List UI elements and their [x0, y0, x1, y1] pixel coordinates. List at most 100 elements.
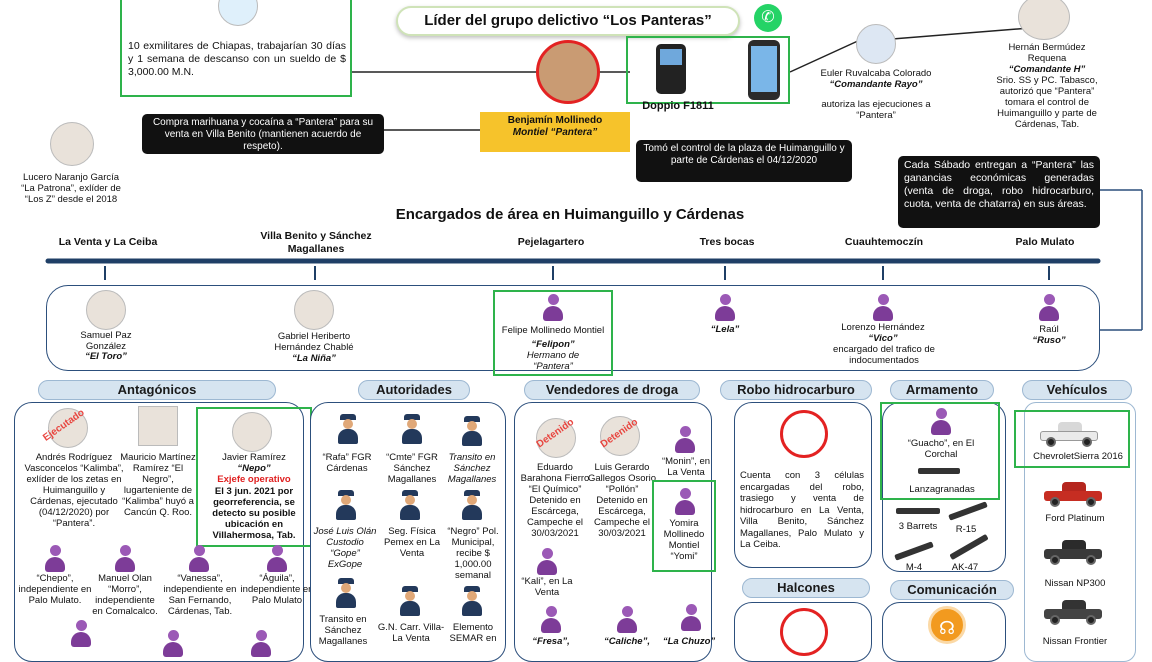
- area-person-5-extra: encargado del trafico de indocumentados: [833, 344, 935, 366]
- area-person-5-alias: “Vico”: [868, 333, 898, 344]
- andres-avatar: [48, 408, 88, 448]
- seg-text: Seg. Física Pemex en La Venta: [384, 526, 440, 559]
- monin-text: “Monin”, en La Venta: [661, 456, 711, 478]
- sabado-note: Cada Sábado entregan a “Pantera” las gan…: [898, 156, 1100, 228]
- jose-text: José Luis Olán Custodio “Gope” ExGope: [313, 526, 377, 570]
- robo-group-icon: [780, 410, 828, 458]
- tomo-note: Tomó el control de la plaza de Huimangui…: [636, 140, 852, 182]
- guacho-text: “Guacho”, en El Corchal: [907, 438, 975, 460]
- jose-icon: [334, 490, 358, 520]
- semar-text: Elemento SEMAR en: [449, 622, 497, 644]
- kali-text: “Kali”, en La Venta: [521, 576, 573, 598]
- euler-desc: autoriza las ejecuciones a “Pantera”: [821, 99, 931, 121]
- area-person-1-name: Samuel Paz González: [80, 330, 132, 352]
- hernan-avatar: [1018, 0, 1070, 40]
- area-person-6-name: Raúl: [1039, 324, 1059, 335]
- vehicle-1-label: ChevroletSierra 2016: [1033, 451, 1123, 462]
- cmte-text: “Cmte” FGR Sánchez Magallanes: [386, 452, 438, 485]
- vehiculos-header: Vehículos: [1022, 380, 1132, 400]
- nepo-desc: El 3 jun. 2021 por georreferencia, se de…: [212, 486, 296, 541]
- luis-avatar: [600, 416, 640, 456]
- yomira-text: Yomira Mollinedo Montiel “Yomi”: [663, 518, 705, 562]
- grenade-launcher-icon: [918, 468, 960, 474]
- cmte-icon: [400, 414, 424, 444]
- compra-note: Compra marihuana y cocaína a “Pantera” p…: [142, 114, 384, 154]
- gn-icon: [398, 586, 422, 616]
- leader-name: Benjamín Mollinedo: [507, 115, 603, 126]
- manuel-icon: [114, 545, 136, 573]
- antagonico-person-7-icon: [70, 620, 92, 648]
- m4-text: M-4: [905, 562, 923, 573]
- vanessa-icon: [188, 545, 210, 573]
- leader-alias: Montiel “Pantera”: [512, 127, 598, 138]
- lucero-desc: “La Patrona”, exlíder de “Los Z” desde e…: [21, 183, 121, 205]
- robo-text: Cuenta con 3 células encargadas del robo…: [740, 470, 864, 550]
- nepo-status: Exjefe operativo: [217, 474, 291, 485]
- area-tick-3: [552, 266, 554, 280]
- fresa-text: “Fresa”,: [532, 636, 570, 647]
- truck-np300-icon: [1042, 540, 1104, 565]
- area-person-4-icon: [714, 294, 736, 322]
- area-tick-1: [104, 266, 106, 280]
- barrett-icon: [896, 508, 940, 514]
- phones-box: [626, 36, 790, 104]
- andres-text: Andrés Rodríguez Vasconcelos “Kalimba”, …: [24, 452, 124, 529]
- vehicle-4-label: Nissan Frontier: [1042, 636, 1108, 647]
- area-place-1: La Venta y La Ceiba: [58, 236, 158, 248]
- area-person-1-avatar: [86, 290, 126, 330]
- seg-icon: [398, 490, 422, 520]
- leader-avatar: [536, 40, 600, 104]
- sierra-highlight: [1014, 410, 1130, 468]
- hernan-name: Hernán Bermúdez Requena“Comandante H”: [994, 42, 1100, 75]
- antagonicos-header: Antagónicos: [38, 380, 276, 400]
- area-person-5-icon: [872, 294, 894, 322]
- guacho-icon: [930, 408, 952, 436]
- area-tick-6: [1048, 266, 1050, 280]
- area-person-2-alias: “La Niña”: [292, 353, 336, 364]
- area-place-2: Villa Benito y Sánchez Magallanes: [260, 230, 372, 255]
- lanza-text: Lanzagranadas: [909, 484, 975, 495]
- armamento-header: Armamento: [890, 380, 994, 400]
- ex-military-box: [120, 0, 352, 97]
- lucero-name: Lucero Naranjo García: [22, 172, 120, 183]
- halcones-header: Halcones: [742, 578, 870, 598]
- luis-text: Luis Gerardo Gallegos Osorio “Pollón” De…: [587, 462, 657, 539]
- lucero-avatar: [50, 122, 94, 166]
- area-place-4: Tres bocas: [699, 236, 755, 248]
- area-person-3-alias: “Felipon”: [531, 339, 575, 350]
- eduardo-avatar: [536, 418, 576, 458]
- vanessa-text: “Vanessa”, independiente en San Fernando…: [163, 573, 237, 617]
- area-person-5-name: Lorenzo Hernández: [841, 322, 925, 333]
- smartphone-icon: [748, 40, 780, 100]
- caliche-text: “Caliche”,: [604, 636, 650, 647]
- page-title: Líder del grupo delictivo “Los Panteras”: [396, 6, 740, 36]
- aguila-text: “Águila”, independiente en Palo Mulato: [240, 573, 314, 606]
- chuzo-text: “La Chuzo”: [662, 636, 716, 647]
- truck-frontier-icon: [1042, 600, 1104, 625]
- ex-military-text: 10 exmilitares de Chiapas, trabajarían 3…: [128, 40, 346, 78]
- euler-avatar: [856, 24, 896, 64]
- areas-panel: [46, 285, 1100, 371]
- area-person-4-alias: “Lela”: [710, 324, 740, 335]
- felipon-highlight: [493, 290, 613, 376]
- chepo-icon: [44, 545, 66, 573]
- rafa-text: “Rafa” FGR Cárdenas: [322, 452, 372, 474]
- autoridades-header: Autoridades: [358, 380, 470, 400]
- area-tick-5: [882, 266, 884, 280]
- transito1-text: Transito en Sánchez Magallanes: [447, 452, 497, 485]
- nepo-alias: “Nepo”: [237, 463, 271, 474]
- truck-ford-icon: [1042, 482, 1104, 507]
- rafa-icon: [336, 414, 360, 444]
- kali-icon: [536, 548, 558, 576]
- hernan-alias: “Comandante H”: [1008, 64, 1086, 75]
- gn-text: G.N. Carr. Villa- La Venta: [377, 622, 445, 644]
- yomira-icon: [674, 488, 696, 516]
- transito1-icon: [460, 416, 484, 446]
- barrets-text: 3 Barrets: [898, 521, 938, 532]
- area-place-3: Pejelagartero: [517, 236, 585, 248]
- vehicle-2-label: Ford Platinum: [1045, 513, 1105, 524]
- mauricio-text: Mauricio Martínez Ramírez “El Negro”, lu…: [120, 452, 196, 518]
- chepo-text: “Chepo”, independiente en Palo Mulato.: [18, 573, 92, 606]
- chuzo-icon: [680, 604, 702, 632]
- leader-box: Benjamín Mollinedo Montiel “Pantera”: [480, 112, 630, 152]
